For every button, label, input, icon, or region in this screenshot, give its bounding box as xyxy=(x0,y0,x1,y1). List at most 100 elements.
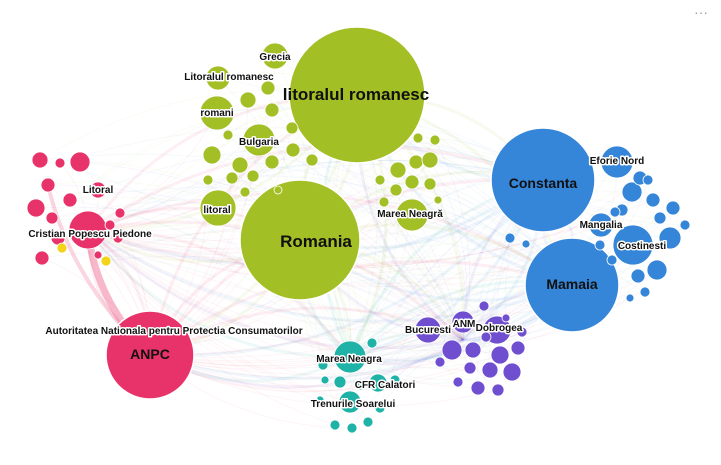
node-p6[interactable] xyxy=(26,198,46,218)
node-costinesti[interactable] xyxy=(612,224,654,266)
node-p5[interactable] xyxy=(62,192,78,208)
node-litoralul-romanesc-2[interactable] xyxy=(205,65,231,91)
node-p9[interactable] xyxy=(34,250,50,266)
node-g8[interactable] xyxy=(246,169,260,183)
node-anpc[interactable] xyxy=(105,310,195,400)
node-g7[interactable] xyxy=(225,171,239,185)
node-b17[interactable] xyxy=(594,239,606,251)
node-g13[interactable] xyxy=(305,153,319,167)
node-g9[interactable] xyxy=(264,154,280,170)
node-g6[interactable] xyxy=(231,156,249,174)
node-u14[interactable] xyxy=(480,331,492,343)
node-marea-neagra-diac[interactable] xyxy=(395,198,429,232)
node-bucuresti[interactable] xyxy=(414,316,442,344)
node-g4[interactable] xyxy=(285,121,299,135)
node-romania[interactable] xyxy=(239,179,361,301)
node-u2[interactable] xyxy=(441,339,463,361)
node-g20[interactable] xyxy=(374,174,386,186)
node-u7[interactable] xyxy=(463,361,477,375)
node-p2[interactable] xyxy=(31,151,49,169)
node-p7[interactable] xyxy=(45,211,59,225)
node-t11[interactable] xyxy=(315,395,325,405)
node-grecia[interactable] xyxy=(261,42,289,70)
node-u13[interactable] xyxy=(516,326,528,338)
node-g24[interactable] xyxy=(433,195,443,205)
node-p12[interactable] xyxy=(112,232,124,244)
node-g23[interactable] xyxy=(378,196,390,208)
node-t2[interactable] xyxy=(320,375,330,385)
node-b7[interactable] xyxy=(630,268,646,284)
node-g12[interactable] xyxy=(285,142,301,158)
node-b9[interactable] xyxy=(625,293,635,303)
node-g26[interactable] xyxy=(222,129,234,141)
node-b18[interactable] xyxy=(606,254,618,266)
node-eforie-nord[interactable] xyxy=(600,145,634,179)
node-p10[interactable] xyxy=(114,207,126,219)
node-u1[interactable] xyxy=(478,300,490,312)
node-g25[interactable] xyxy=(273,185,283,195)
node-litoral-cap[interactable] xyxy=(89,181,107,199)
node-cfr-calatori[interactable] xyxy=(368,373,388,393)
node-t4[interactable] xyxy=(354,379,366,391)
node-t5[interactable] xyxy=(329,419,341,431)
node-g11[interactable] xyxy=(239,186,251,198)
node-g22[interactable] xyxy=(429,134,441,146)
node-anm[interactable] xyxy=(451,310,475,334)
node-t3[interactable] xyxy=(333,375,347,389)
node-u10[interactable] xyxy=(491,383,505,397)
node-g1[interactable] xyxy=(239,91,257,109)
more-options-icon[interactable]: ··· xyxy=(694,4,708,20)
node-p3[interactable] xyxy=(54,157,66,169)
node-b2[interactable] xyxy=(645,192,661,208)
node-p13[interactable] xyxy=(93,250,103,260)
node-g3[interactable] xyxy=(264,102,280,118)
node-g19[interactable] xyxy=(423,177,437,191)
node-u15[interactable] xyxy=(501,313,511,323)
node-g16[interactable] xyxy=(421,151,439,169)
node-u4[interactable] xyxy=(490,345,510,365)
node-b6[interactable] xyxy=(646,259,668,281)
node-b10[interactable] xyxy=(679,219,691,231)
node-t9[interactable] xyxy=(389,374,401,386)
node-u12[interactable] xyxy=(434,356,446,368)
node-t10[interactable] xyxy=(366,337,378,349)
node-mangalia[interactable] xyxy=(588,212,614,238)
node-litoral-lc[interactable] xyxy=(199,189,237,227)
node-g2[interactable] xyxy=(260,80,276,96)
node-trenurile-soarelui[interactable] xyxy=(338,390,362,414)
node-b16[interactable] xyxy=(521,239,531,249)
node-t7[interactable] xyxy=(362,416,374,428)
node-b3[interactable] xyxy=(665,200,681,216)
node-b15[interactable] xyxy=(504,232,516,244)
node-b5[interactable] xyxy=(658,226,682,250)
node-y2[interactable] xyxy=(100,255,112,267)
node-mamaia[interactable] xyxy=(524,237,620,333)
node-b1[interactable] xyxy=(621,181,643,203)
node-p1[interactable] xyxy=(69,151,91,173)
node-u9[interactable] xyxy=(470,380,486,396)
node-g18[interactable] xyxy=(389,183,403,197)
node-b13[interactable] xyxy=(642,174,654,186)
node-g17[interactable] xyxy=(404,174,420,190)
node-t1[interactable] xyxy=(317,359,329,371)
node-u8[interactable] xyxy=(502,362,522,382)
node-constanta[interactable] xyxy=(490,127,596,233)
node-p11[interactable] xyxy=(104,219,116,231)
node-g21[interactable] xyxy=(412,132,424,144)
node-g14[interactable] xyxy=(389,161,407,179)
node-u6[interactable] xyxy=(481,361,499,379)
node-t8[interactable] xyxy=(374,402,386,414)
node-b14[interactable] xyxy=(609,206,621,218)
node-litoralul-romanesc[interactable] xyxy=(288,26,426,164)
node-y1[interactable] xyxy=(56,242,68,254)
node-u5[interactable] xyxy=(510,340,526,356)
node-marea-neagra[interactable] xyxy=(333,340,367,374)
node-p4[interactable] xyxy=(40,177,56,193)
node-b4[interactable] xyxy=(653,211,667,225)
node-bulgaria[interactable] xyxy=(242,123,276,157)
node-u11[interactable] xyxy=(452,376,464,388)
node-t6[interactable] xyxy=(346,422,358,434)
node-g15[interactable] xyxy=(408,154,424,170)
node-u3[interactable] xyxy=(464,341,482,359)
